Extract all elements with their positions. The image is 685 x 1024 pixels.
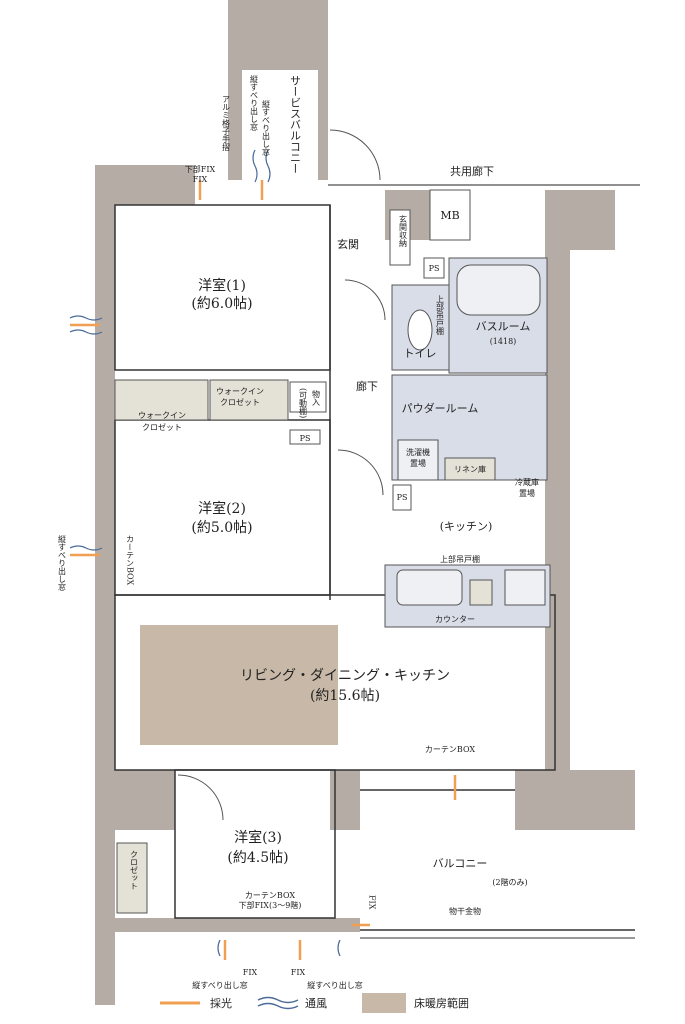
bathroom-size: (1418) <box>490 337 517 346</box>
bathtub <box>456 264 541 316</box>
sink <box>396 569 463 606</box>
ldk-name: リビング・ダイニング・キッチン <box>240 668 450 684</box>
ps-label-2: PS <box>300 434 311 443</box>
vert-window-b1: 縦すべり出し窓 <box>192 980 247 990</box>
legend-wind-icon-2 <box>257 1002 299 1010</box>
entrance-label: 玄関 <box>337 237 359 251</box>
curtain-box-ldk: カーテンBOX <box>425 745 475 754</box>
fix-label-top: FIX <box>193 175 208 184</box>
bathroom-name: バスルーム <box>476 320 531 333</box>
powder-room-label: パウダールーム <box>402 401 479 415</box>
curtain-box-room3: カーテンBOX <box>245 891 295 900</box>
walkin1-line1: ウォークイン <box>216 387 264 396</box>
storage-area <box>289 381 327 413</box>
legend-wind-label: 通風 <box>305 997 327 1010</box>
legend-heating-swatch <box>362 993 406 1013</box>
counter-label: カウンター <box>435 615 475 624</box>
closet-area <box>116 842 148 914</box>
fridge-box <box>469 579 493 606</box>
western1-size: (約6.0帖) <box>191 296 252 312</box>
balcony-name: バルコニー <box>433 857 488 870</box>
linen-label: リネン庫 <box>454 464 486 474</box>
vert-window-sb-1: 縦すべり出し窓 <box>250 74 259 131</box>
walkin2-line1: ウォークイン <box>138 411 186 420</box>
washer-line1: 洗濯機 <box>406 447 430 457</box>
western3-size: (約4.5帖) <box>227 850 288 866</box>
ps-box-2 <box>289 429 321 445</box>
ps-label-1: PS <box>429 264 440 273</box>
western1-name: 洋室(1) <box>198 277 246 294</box>
walkin-closet-2-area <box>209 379 289 421</box>
ldk-size: (約15.6帖) <box>310 688 380 704</box>
fridge-line1: 冷蔵庫 <box>515 477 539 487</box>
washer-area <box>397 439 439 481</box>
fix-label-right: FIX <box>368 895 377 910</box>
walkin2-line2: クロゼット <box>142 422 182 432</box>
western3-name: 洋室(3) <box>234 829 282 846</box>
aluminum-rail-label: アルミ格子手摺 <box>222 95 231 152</box>
vert-window-left: 縦すべり出し窓 <box>58 534 67 591</box>
mb-box <box>429 189 471 241</box>
common-corridor-label: 共用廊下 <box>450 164 494 178</box>
toilet-bowl <box>407 309 433 351</box>
washer-line2: 置場 <box>410 458 426 468</box>
toilet-label: トイレ <box>404 347 437 360</box>
western2-name: 洋室(2) <box>198 500 246 517</box>
shelf-note: (可動棚) <box>299 388 308 418</box>
service-balcony-label: サービスバルコニー <box>289 75 302 174</box>
mb-label: MB <box>440 209 459 222</box>
western2-size: (約5.0帖) <box>191 520 252 536</box>
light-arrows <box>70 180 457 960</box>
walkin1-line2: クロゼット <box>220 397 260 407</box>
upper-cabinet-kitchen: 上部吊戸棚 <box>440 554 480 564</box>
upper-cabinet-toilet: 上部吊戸棚 <box>436 295 445 336</box>
walls <box>95 0 635 1005</box>
floor-heating-area <box>140 625 338 745</box>
walkin-closet-1-area <box>114 379 209 421</box>
ps-box-1 <box>423 257 445 279</box>
stove <box>504 569 546 606</box>
clothes-hanger-label: 物干金物 <box>449 906 481 916</box>
balcony-note: (2階のみ) <box>492 877 527 887</box>
entrance-storage-label: 玄関収納 <box>399 214 408 248</box>
legend-heating-label: 床暖房範囲 <box>414 996 469 1010</box>
ps-box-3 <box>392 484 412 511</box>
vert-window-sb-2: 縦すべり出し窓 <box>262 99 271 156</box>
wind-marks <box>69 149 341 957</box>
linen-area <box>444 457 496 481</box>
fridge-line2: 置場 <box>519 488 535 498</box>
lower-fix-label: 下部FIX <box>185 164 216 174</box>
closet-label: クロゼット <box>130 850 139 890</box>
entrance-storage-box <box>389 209 411 266</box>
storage-label: 物入 <box>312 389 321 406</box>
fix-label-b2: FIX <box>291 968 306 977</box>
legend-light-label: 採光 <box>210 996 232 1010</box>
kitchen-label: (キッチン) <box>440 520 493 533</box>
fix-label-b1: FIX <box>243 968 258 977</box>
vert-window-b2: 縦すべり出し窓 <box>307 980 362 990</box>
lower-fix-note: 下部FIX(3～9階) <box>239 900 302 910</box>
hallway-label: 廊下 <box>356 379 378 393</box>
ps-label-3: PS <box>397 493 408 502</box>
curtain-box-room2: カーテンBOX <box>126 535 135 585</box>
legend-icons <box>160 993 406 1013</box>
doors <box>177 129 386 821</box>
legend-wind-icon <box>257 996 299 1004</box>
